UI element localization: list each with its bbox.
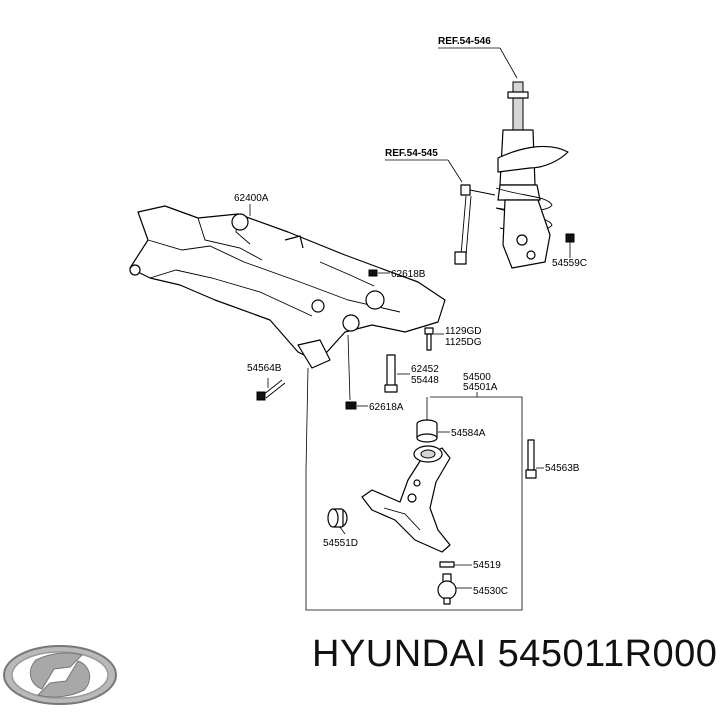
bolt-54564B: [256, 379, 286, 401]
label-62618A: 62618A: [369, 402, 404, 413]
crossmember-subframe: [129, 205, 446, 369]
lower-control-arm: [361, 445, 451, 553]
label-54519: 54519: [473, 560, 501, 571]
label-54551D: 54551D: [323, 538, 358, 549]
nut-62618B: [368, 269, 378, 277]
hyundai-logo-icon: [3, 645, 117, 705]
label-54559C: 54559C: [552, 258, 587, 269]
bushing-54551D: [327, 508, 348, 528]
ball-joint-54530C: [437, 573, 457, 605]
ref-54-546-label: REF.54-546: [438, 36, 491, 47]
label-54530C: 54530C: [473, 586, 508, 597]
label-1129GD: 1129GD: [445, 326, 482, 337]
label-55448: 55448: [411, 375, 439, 386]
brand-caption: HYUNDAI 545011R000: [312, 633, 717, 676]
bolt-62452: [384, 354, 398, 393]
label-54584A: 54584A: [451, 428, 486, 439]
bushing-54584A: [416, 419, 438, 443]
ref-54-545-label: REF.54-545: [385, 148, 438, 159]
label-62452: 62452: [411, 364, 439, 375]
nut-62618A: [345, 401, 357, 410]
arm-group-frame: [305, 396, 523, 611]
label-62618B: 62618B: [391, 269, 426, 280]
label-54500: 54500: [463, 372, 491, 383]
strut-assembly: [495, 81, 575, 269]
label-62400A: 62400A: [234, 193, 269, 204]
part-number: 545011R000: [497, 633, 718, 675]
stabilizer-link: [454, 184, 496, 265]
label-1125DG: 1125DG: [445, 337, 482, 348]
bolt-54563B: [525, 439, 537, 479]
circlip-54519: [439, 561, 455, 568]
bolt-1129GD: [424, 327, 434, 351]
brand-name: HYUNDAI: [312, 633, 487, 675]
label-54564B: 54564B: [247, 363, 282, 374]
label-54563B: 54563B: [545, 463, 580, 474]
label-54501A: 54501A: [463, 382, 498, 393]
